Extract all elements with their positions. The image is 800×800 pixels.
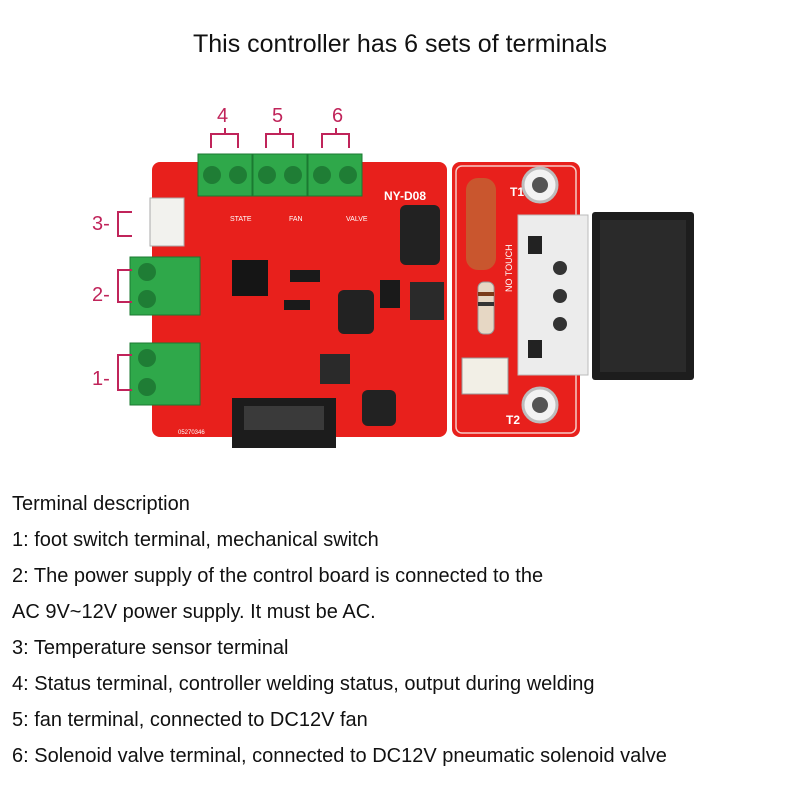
silk-code: 05270346 (178, 430, 205, 436)
silk-state: STATE (230, 216, 252, 223)
pin-label-4: 4 (217, 105, 228, 127)
silk-fan: FAN (289, 216, 303, 223)
description-line: 2: The power supply of the control board… (12, 565, 544, 587)
description-line: 5: fan terminal, connected to DC12V fan (12, 709, 368, 731)
terminal-block-2 (129, 256, 201, 316)
label-model: NY-D08 (384, 189, 426, 203)
description-line: 4: Status terminal, controller welding s… (12, 673, 595, 695)
pin-label-1: 1- (92, 368, 110, 390)
film-capacitor (466, 178, 496, 270)
description-heading: Terminal description (12, 493, 190, 515)
terminal-block-6 (307, 153, 363, 197)
description-line: AC 9V~12V power supply. It must be AC. (12, 601, 376, 623)
main-pcb (152, 162, 447, 437)
pin-label-5: 5 (272, 105, 283, 127)
pin-label-3: 3- (92, 213, 110, 235)
label-no-touch: NO TOUCH (504, 244, 514, 292)
terminal-description: Terminal description 1: foot switch term… (12, 486, 792, 774)
pin-label-2: 2- (92, 284, 110, 306)
page-title: This controller has 6 sets of terminals (192, 30, 608, 58)
description-line: 1: foot switch terminal, mechanical swit… (12, 529, 379, 551)
pin-label-6: 6 (332, 105, 343, 127)
description-line: 6: Solenoid valve terminal, connected to… (12, 745, 667, 767)
description-line: 3: Temperature sensor terminal (12, 637, 289, 659)
terminal-block-4 (197, 153, 253, 197)
terminal-block-3 (149, 197, 185, 247)
silk-valve: VALVE (346, 216, 368, 223)
controller-board-photo: T1 T2 NO TOUCH NY-D08 STATE FAN VALVE 05… (92, 105, 694, 448)
terminal-block-1 (129, 342, 201, 406)
label-t2: T2 (506, 413, 520, 427)
label-t1: T1 (510, 185, 524, 199)
terminal-block-5 (252, 153, 308, 197)
